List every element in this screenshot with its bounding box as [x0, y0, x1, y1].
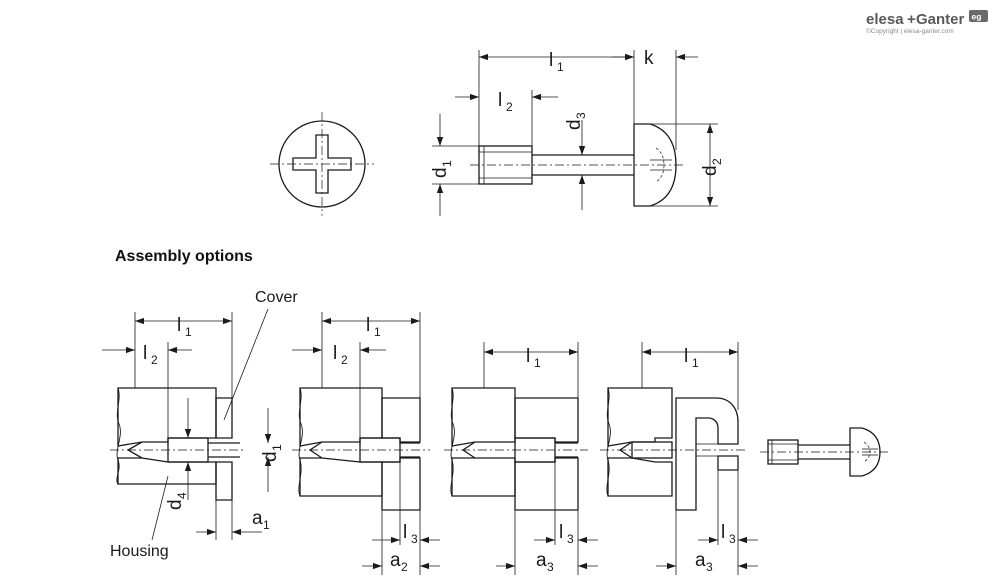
svg-text:1: 1	[270, 444, 284, 451]
svg-text:d: d	[564, 119, 585, 130]
svg-text:2: 2	[341, 353, 348, 367]
assembly-option-3: l 1 l 3 a 3	[444, 342, 598, 575]
dim-l1-top: l 1	[478, 50, 677, 150]
dim-l2-top: l 2	[455, 90, 558, 146]
svg-text:1: 1	[185, 325, 192, 339]
svg-text:3: 3	[547, 560, 554, 574]
svg-text:l: l	[684, 346, 688, 367]
copyright-note: ©Copyright | elesa-ganter.com	[866, 27, 954, 35]
screw-side-view	[470, 123, 684, 207]
dim-d2-top: d 2	[650, 123, 724, 207]
label-housing: Housing	[110, 543, 169, 560]
brand-logo: elesa + Ganter ©Copyright | elesa-ganter…	[866, 10, 988, 35]
svg-text:d: d	[260, 451, 281, 462]
dim-k-top: k	[612, 48, 698, 69]
svg-text:2: 2	[710, 158, 724, 165]
svg-text:a: a	[390, 550, 401, 571]
brand-name-left: elesa	[866, 11, 904, 28]
svg-text:2: 2	[151, 353, 158, 367]
svg-text:2: 2	[401, 560, 408, 574]
svg-text:1: 1	[692, 356, 699, 370]
svg-text:3: 3	[567, 532, 574, 546]
svg-text:1: 1	[374, 325, 381, 339]
svg-text:l: l	[559, 522, 563, 543]
svg-text:1: 1	[557, 60, 564, 74]
svg-text:l: l	[403, 522, 407, 543]
screw-head-front-view	[270, 112, 374, 216]
label-cover: Cover	[255, 289, 298, 306]
dim-d3-top: d 3	[564, 112, 588, 210]
svg-text:2: 2	[506, 100, 513, 114]
svg-text:l: l	[366, 315, 370, 336]
assembly-option-1: l 1 l 2 Cover d 1 d 4 a 1 Housing	[102, 289, 298, 560]
dim-d1-top: d 1	[430, 114, 479, 216]
svg-text:a: a	[695, 550, 706, 571]
svg-text:d: d	[700, 165, 721, 176]
assembly-option-2: l 1 l 2 l 3 a 2	[292, 312, 440, 575]
phillips-cross	[292, 134, 352, 194]
svg-text:3: 3	[411, 532, 418, 546]
svg-text:l: l	[721, 522, 725, 543]
assembly-option-4: l 1 l 3 a 3	[600, 342, 758, 575]
svg-text:eg: eg	[972, 12, 982, 22]
loose-screw-side-view	[760, 427, 888, 477]
brand-name-right: Ganter	[916, 11, 965, 28]
svg-text:l: l	[498, 90, 502, 111]
svg-text:3: 3	[729, 532, 736, 546]
svg-text:a: a	[252, 508, 263, 529]
svg-text:1: 1	[440, 160, 454, 167]
svg-text:1: 1	[263, 518, 270, 532]
svg-text:d: d	[430, 167, 451, 178]
svg-text:3: 3	[706, 560, 713, 574]
brand-name-plus: +	[907, 11, 916, 28]
svg-text:l: l	[177, 315, 181, 336]
svg-text:l: l	[333, 343, 337, 364]
svg-text:l: l	[549, 50, 553, 71]
svg-text:1: 1	[534, 356, 541, 370]
svg-text:l: l	[143, 343, 147, 364]
section-title-assembly-options: Assembly options	[115, 248, 253, 265]
svg-text:a: a	[536, 550, 547, 571]
svg-text:3: 3	[574, 112, 588, 119]
svg-text:l: l	[526, 346, 530, 367]
eg-badge-icon: eg	[969, 10, 988, 22]
svg-text:4: 4	[175, 492, 189, 499]
svg-text:d: d	[165, 499, 186, 510]
svg-text:k: k	[644, 48, 654, 69]
